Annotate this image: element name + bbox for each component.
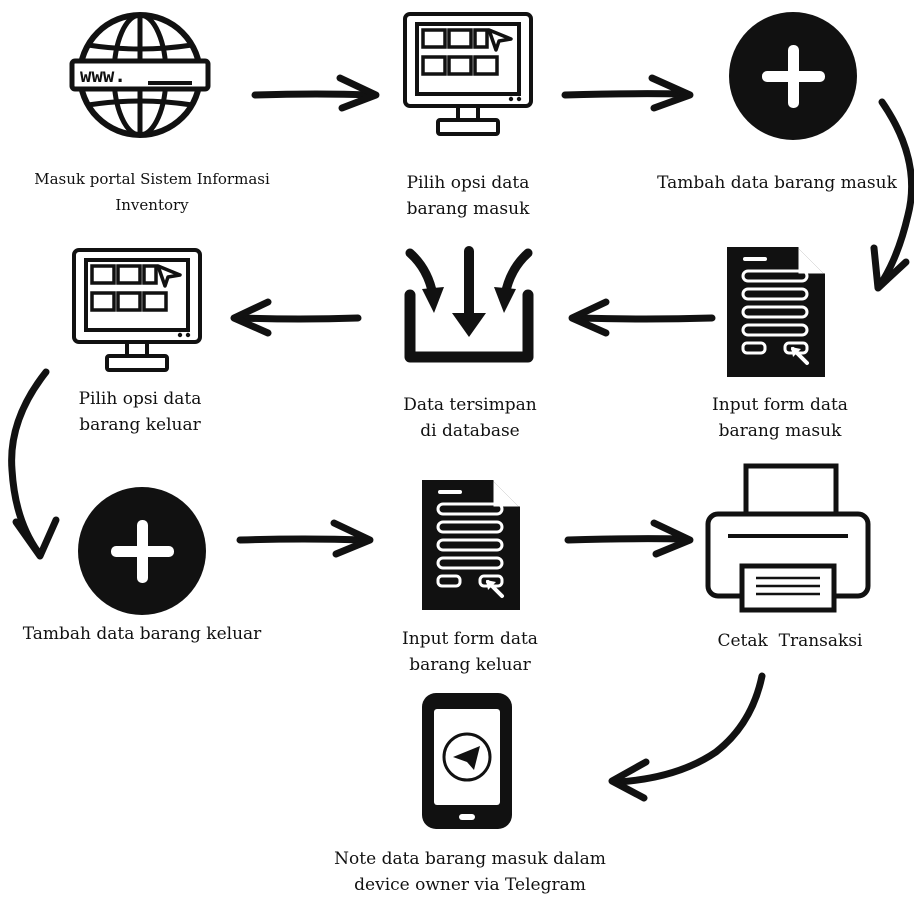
- step-label-line: Inventory: [115, 196, 189, 214]
- arrow-curve-left: [8, 368, 60, 560]
- step-label-line: Tambah data barang keluar: [22, 624, 262, 644]
- arrow-left-2: [230, 298, 362, 337]
- step-label-line: Pilih opsi data: [406, 173, 530, 193]
- step-label-line: Tambah data barang masuk: [657, 173, 897, 193]
- step-label-line: di database: [420, 421, 520, 441]
- step-label-line: Pilih opsi data: [78, 389, 202, 409]
- step-label-line: Input form data: [402, 629, 538, 649]
- step-label-tambah-keluar: Tambah data barang keluar: [0, 621, 284, 647]
- step-label-pilih-masuk: Pilih opsi data barang masuk: [368, 170, 568, 222]
- step-label-database: Data tersimpan di database: [370, 392, 570, 444]
- monitor-dashboard-icon: [403, 12, 533, 136]
- printer-icon: [705, 463, 871, 613]
- form-document-icon: [725, 245, 827, 379]
- step-label-line: barang keluar: [409, 655, 531, 675]
- smartphone-telegram-icon: [422, 693, 512, 829]
- step-label-line: barang masuk: [718, 421, 842, 441]
- step-label-pilih-keluar: Pilih opsi data barang keluar: [40, 386, 240, 438]
- step-label-line: device owner via Telegram: [354, 875, 586, 895]
- step-label-cetak: Cetak Transaksi: [690, 628, 890, 654]
- arrow-right-3: [236, 519, 374, 558]
- arrow-right-2: [561, 74, 694, 112]
- step-label-line: Masuk portal Sistem Informasi: [34, 170, 270, 188]
- monitor-dashboard-icon: [72, 248, 202, 372]
- arrow-curve-bottom: [608, 672, 766, 802]
- plus-circle-icon: [729, 12, 857, 140]
- step-label-input-masuk: Input form data barang masuk: [680, 392, 880, 444]
- step-label-line: Input form data: [712, 395, 848, 415]
- step-label-line: Note data barang masuk dalam: [334, 849, 606, 869]
- flow-arrows: [8, 74, 914, 802]
- step-label-line: Cetak Transaksi: [717, 631, 863, 651]
- step-label-portal: Masuk portal Sistem Informasi Inventory: [0, 166, 304, 218]
- form-document-icon: [420, 478, 522, 612]
- step-label-line: barang masuk: [406, 199, 530, 219]
- step-label-line: Data tersimpan: [403, 395, 537, 415]
- globe-www-icon: www.: [69, 12, 211, 138]
- arrow-right-4: [564, 519, 694, 558]
- step-label-telegram: Note data barang masuk dalam device owne…: [300, 846, 640, 898]
- step-label-line: barang keluar: [79, 415, 201, 435]
- arrow-left-1: [568, 298, 716, 337]
- arrow-right-1: [251, 74, 380, 112]
- step-label-tambah-masuk: Tambah data barang masuk: [640, 170, 914, 196]
- plus-circle-icon: [78, 487, 206, 615]
- svg-text:www.: www.: [80, 65, 126, 87]
- download-tray-icon: [404, 246, 534, 363]
- step-label-input-keluar: Input form data barang keluar: [370, 626, 570, 678]
- arrow-curve-right: [870, 98, 914, 292]
